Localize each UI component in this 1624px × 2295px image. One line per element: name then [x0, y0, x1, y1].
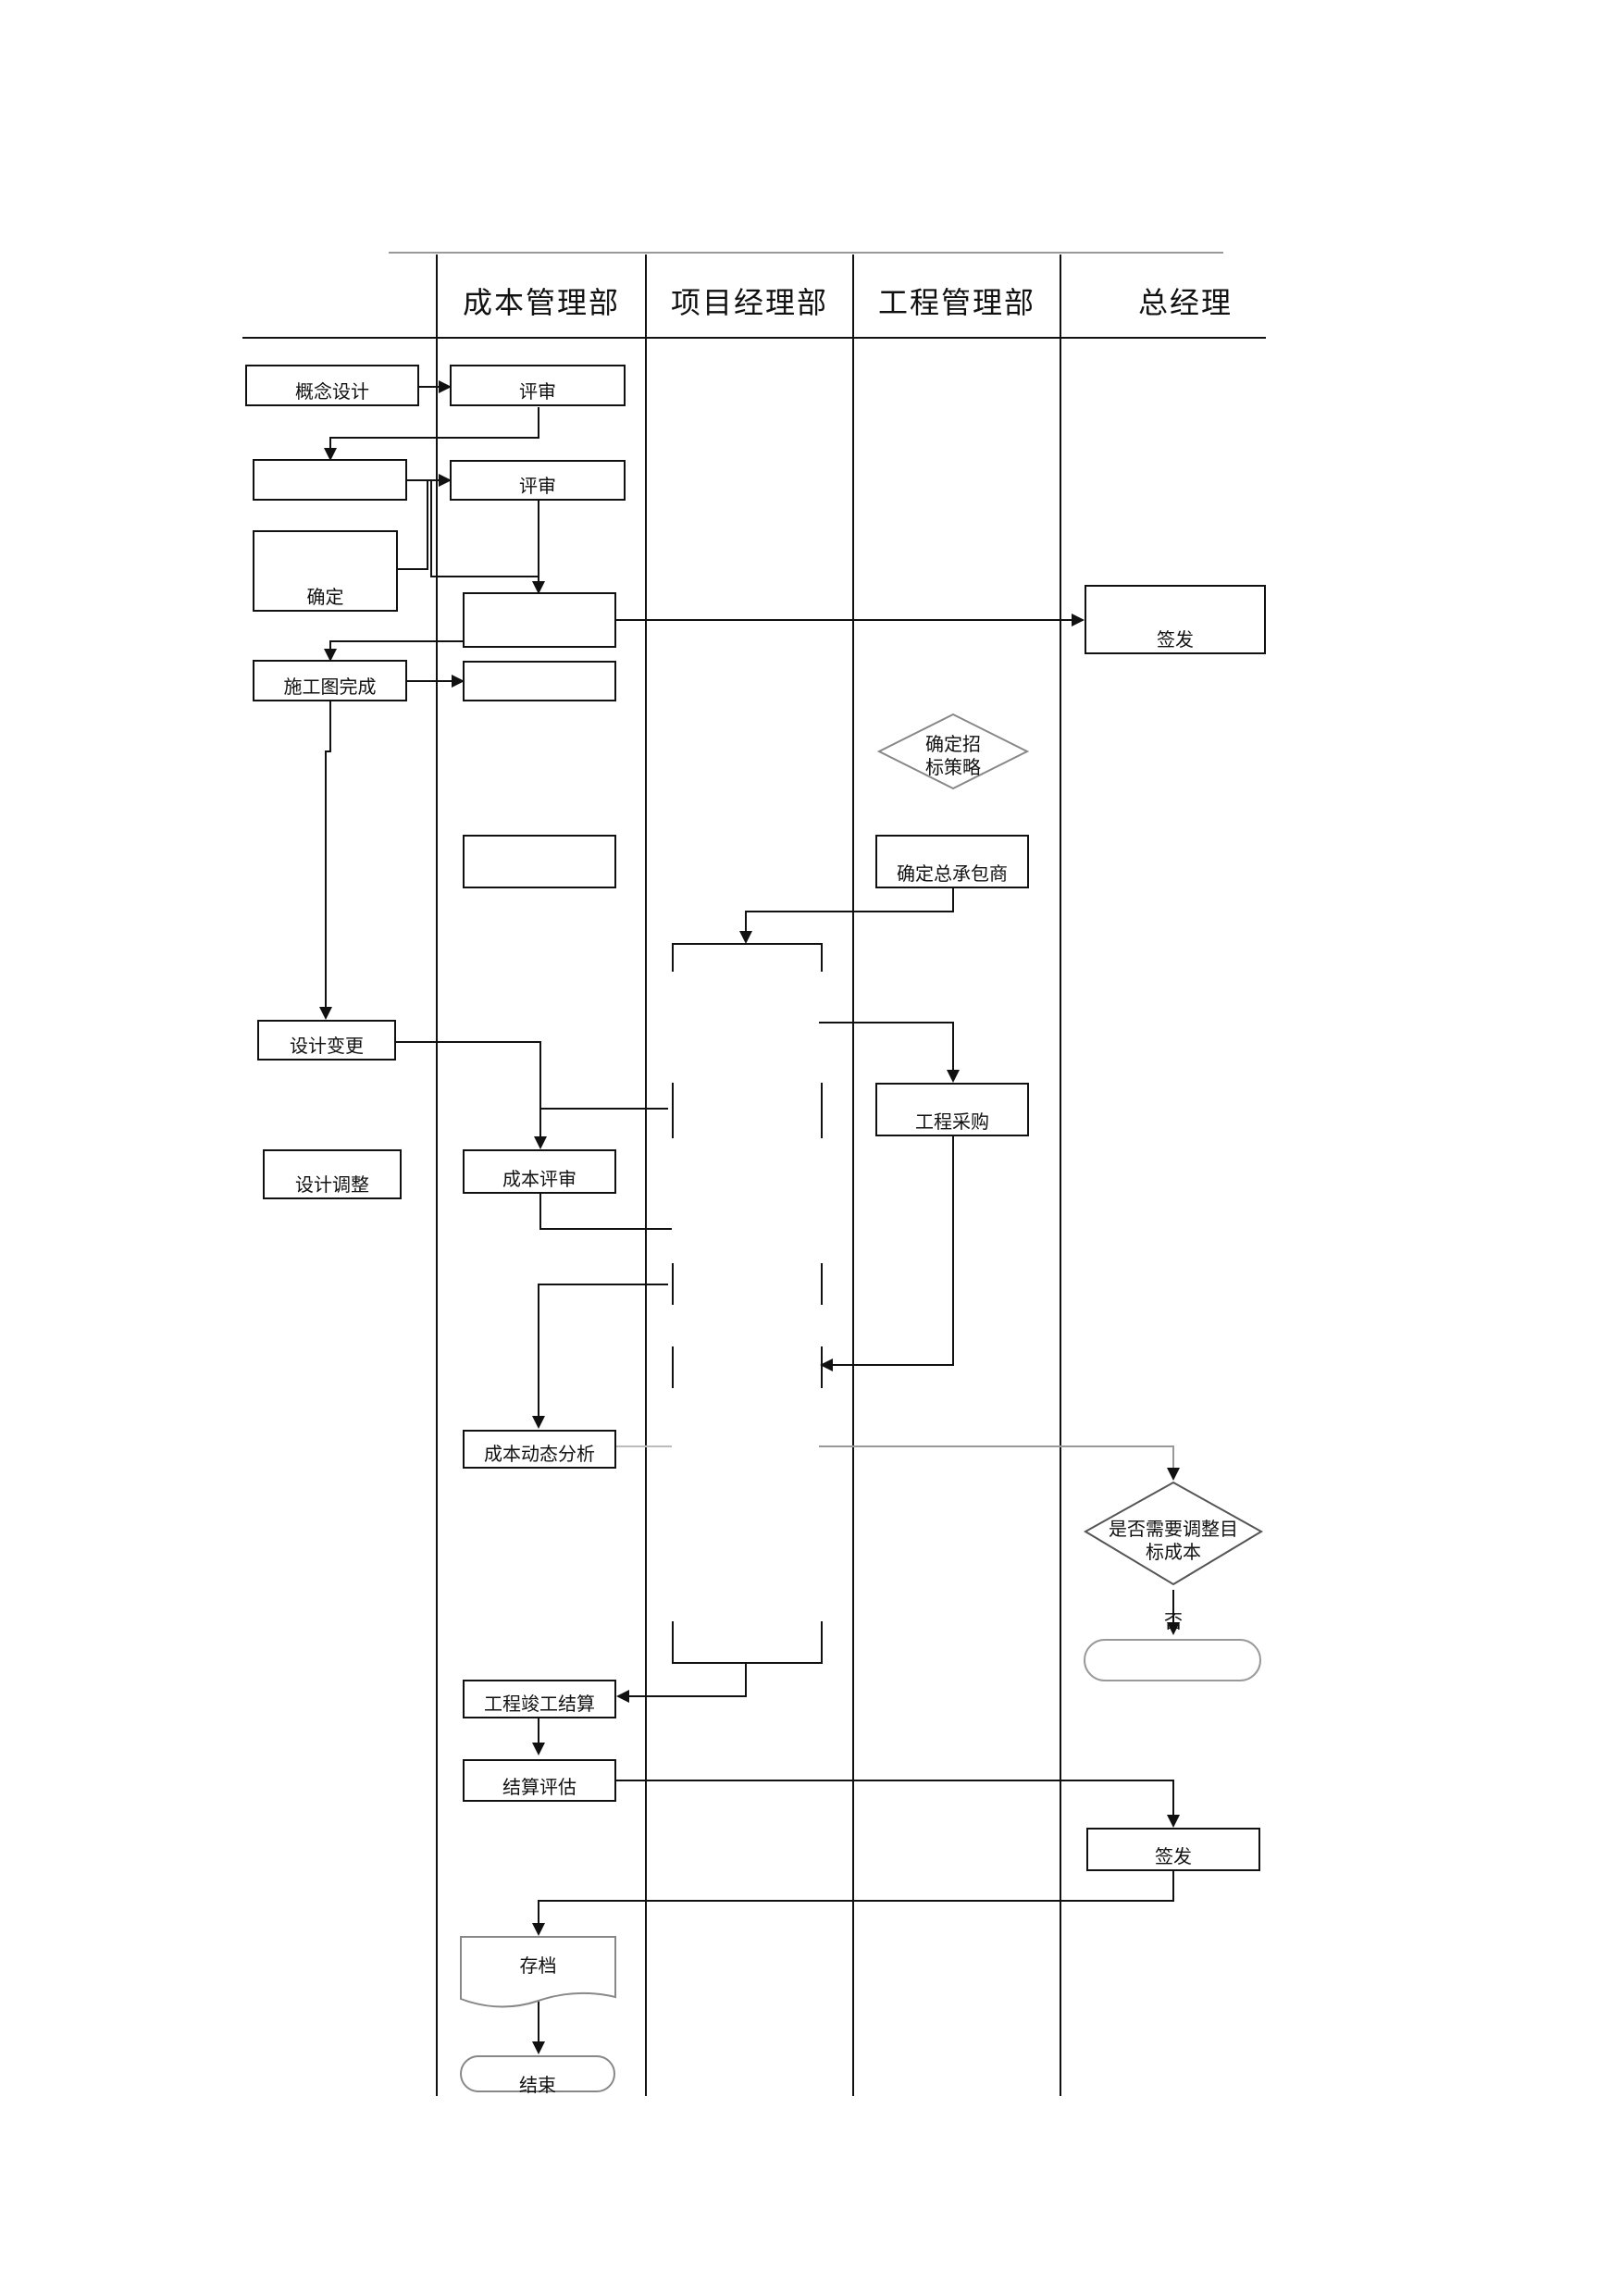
- cost-target-box: [463, 592, 616, 648]
- review-box-1: 评审: [450, 365, 626, 406]
- contract-plan-box: [463, 835, 616, 888]
- design-adjust-box: 设计调整: [263, 1149, 402, 1199]
- lane-header-engineering: 工程管理部: [877, 285, 1035, 320]
- end-label: 结束: [519, 2073, 556, 2096]
- sign-box-1: 签发: [1085, 585, 1266, 654]
- adjust-target-label: 是否需要调整目 标成本: [1109, 1518, 1238, 1563]
- cost-plan-box: [463, 661, 616, 701]
- completion-settlement-box: 工程竣工结算: [463, 1680, 616, 1718]
- procurement-box: 工程采购: [875, 1083, 1029, 1136]
- end-terminator: [460, 2055, 615, 2092]
- terminator-partial: [1084, 1639, 1261, 1681]
- archive-label: 存档: [519, 1954, 557, 1977]
- design-change-box: 设计变更: [257, 1020, 396, 1061]
- design-confirm-box: 确定: [253, 530, 398, 612]
- lane-header-project: 项目经理部: [670, 285, 828, 320]
- tender-strategy-label: 确定招 标策略: [925, 733, 981, 778]
- concept-design-box: 概念设计: [245, 365, 419, 406]
- sign-box-2: 签发: [1086, 1828, 1260, 1871]
- decision-adjust-target: [1084, 1481, 1263, 1586]
- construction-drawing-box: 施工图完成: [253, 660, 407, 701]
- lane-header-cost: 成本管理部: [462, 285, 620, 320]
- archive-shape: [460, 1936, 616, 2008]
- cost-review-box: 成本评审: [463, 1149, 616, 1194]
- settlement-eval-box: 结算评估: [463, 1759, 616, 1802]
- general-contractor-box: 确定总承包商: [875, 835, 1029, 888]
- cost-dynamic-box: 成本动态分析: [463, 1430, 616, 1469]
- decision-tender-strategy: [876, 713, 1030, 790]
- no-label: 否: [1164, 1610, 1183, 1632]
- design-scheme-box: [253, 459, 407, 501]
- lane-header-gm: 总经理: [1137, 285, 1233, 320]
- review-box-2: 评审: [450, 460, 626, 501]
